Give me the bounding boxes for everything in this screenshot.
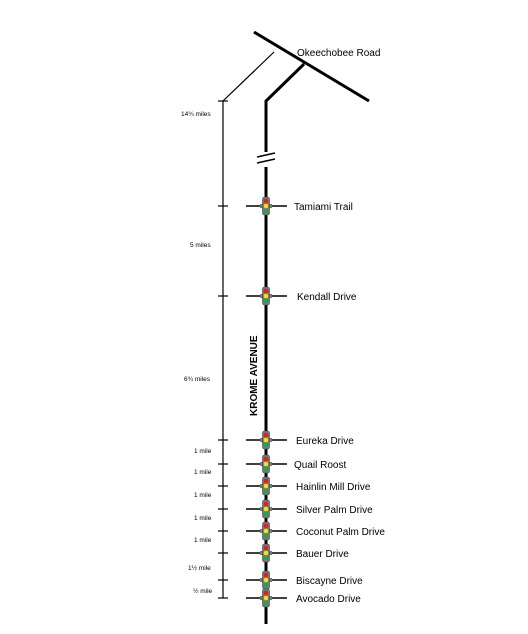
green-light bbox=[263, 208, 269, 214]
distance-label: 1 mile bbox=[194, 469, 212, 476]
traffic-light-icon bbox=[260, 521, 272, 541]
distance-label: 1 mile bbox=[194, 515, 212, 522]
intersection-label: Quail Roost bbox=[294, 460, 346, 471]
intersection-label: Biscayne Drive bbox=[296, 576, 363, 587]
intersection-label: Avocado Drive bbox=[296, 594, 361, 605]
red-light bbox=[263, 432, 269, 438]
green-light bbox=[263, 466, 269, 472]
red-light bbox=[263, 572, 269, 578]
traffic-light-icon bbox=[260, 588, 272, 608]
intersection-label: Bauer Drive bbox=[296, 549, 349, 560]
yellow-light bbox=[263, 550, 269, 556]
distance-label: 1½ mile bbox=[188, 564, 211, 572]
traffic-light-icon bbox=[260, 286, 272, 306]
red-light bbox=[263, 288, 269, 294]
green-light bbox=[263, 555, 269, 561]
krome-avenue-label: KROME AVENUE bbox=[249, 335, 260, 416]
yellow-light bbox=[263, 595, 269, 601]
intersection-label: Coconut Palm Drive bbox=[296, 527, 385, 538]
red-light bbox=[263, 501, 269, 507]
road-break-mark bbox=[256, 158, 276, 164]
yellow-light bbox=[263, 577, 269, 583]
red-light bbox=[263, 590, 269, 596]
red-light bbox=[263, 456, 269, 462]
traffic-light-icon bbox=[260, 476, 272, 496]
distance-label: 6¾ miles bbox=[184, 376, 211, 383]
yellow-light bbox=[263, 437, 269, 443]
yellow-light bbox=[263, 506, 269, 512]
green-light bbox=[263, 511, 269, 517]
yellow-light bbox=[263, 528, 269, 534]
intersection-label: Eureka Drive bbox=[296, 436, 354, 447]
red-light bbox=[263, 523, 269, 529]
distance-label: ½ mile bbox=[193, 587, 213, 595]
green-light bbox=[263, 442, 269, 448]
traffic-light-icon bbox=[260, 499, 272, 519]
yellow-light bbox=[263, 483, 269, 489]
distance-label: 1 mile bbox=[194, 492, 212, 499]
green-light bbox=[263, 533, 269, 539]
distance-label: 1 mile bbox=[194, 448, 212, 455]
distance-label: 1 mile bbox=[194, 537, 212, 544]
traffic-light-icon bbox=[260, 196, 272, 216]
road-break-mark bbox=[256, 152, 276, 158]
intersection-label: Hainlin Mill Drive bbox=[296, 482, 371, 493]
yellow-light bbox=[263, 203, 269, 209]
traffic-light-icon bbox=[260, 543, 272, 563]
traffic-light-icon bbox=[260, 430, 272, 450]
green-light bbox=[263, 488, 269, 494]
red-light bbox=[263, 478, 269, 484]
distance-label: 5 miles bbox=[190, 242, 211, 249]
yellow-light bbox=[263, 461, 269, 467]
krome-avenue-upper bbox=[264, 62, 306, 152]
green-light bbox=[263, 582, 269, 588]
traffic-light-icon bbox=[260, 454, 272, 474]
okeechobee-road-label: Okeechobee Road bbox=[297, 48, 380, 59]
yellow-light bbox=[263, 293, 269, 299]
intersection-label: Kendall Drive bbox=[297, 292, 357, 303]
traffic-light-icon bbox=[260, 570, 272, 590]
okeechobee-road-line bbox=[253, 30, 370, 103]
red-light bbox=[263, 545, 269, 551]
intersection-label: Tamiami Trail bbox=[294, 202, 353, 213]
green-light bbox=[263, 298, 269, 304]
red-light bbox=[263, 198, 269, 204]
intersection-label: Silver Palm Drive bbox=[296, 505, 373, 516]
green-light bbox=[263, 600, 269, 606]
distance-label: 14¾ miles bbox=[181, 111, 211, 118]
